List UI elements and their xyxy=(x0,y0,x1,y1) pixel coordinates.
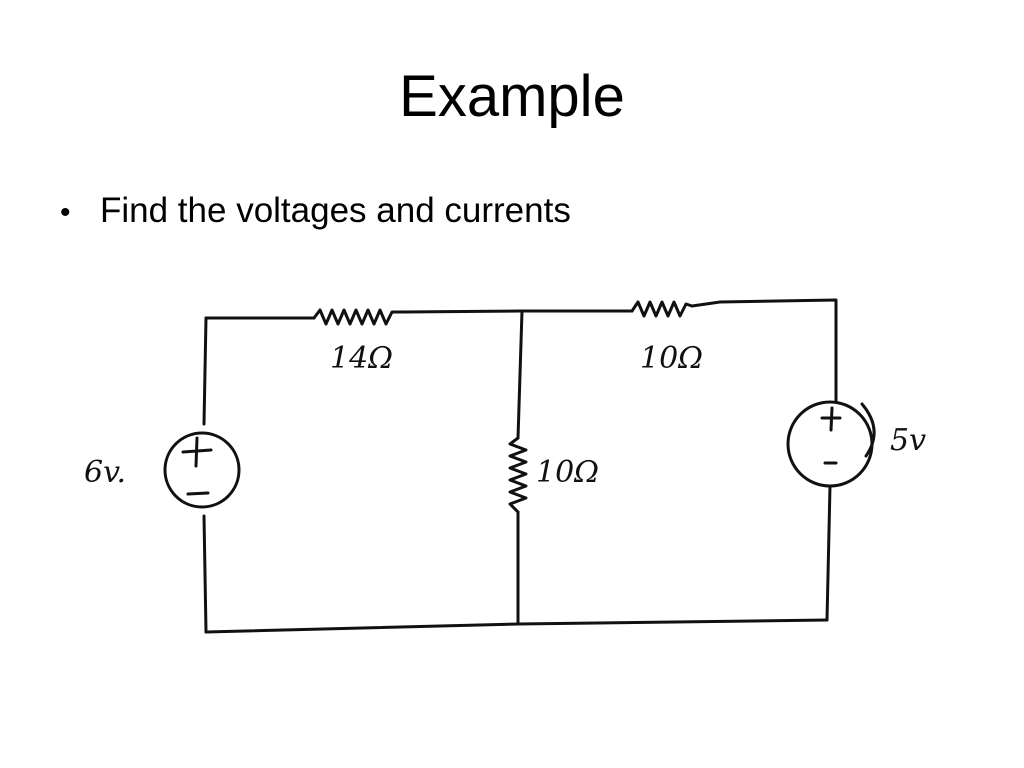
wire-middle-upper xyxy=(516,309,524,440)
label-source-right: 5v xyxy=(890,423,926,458)
bullet-list: • Find the voltages and currents xyxy=(60,190,571,234)
resistor-10-ohm-top xyxy=(630,300,694,318)
bullet-item: • Find the voltages and currents xyxy=(60,190,571,234)
wire-left-upper xyxy=(202,316,208,426)
bullet-text: Find the voltages and currents xyxy=(100,191,571,230)
resistor-14-ohm xyxy=(312,308,404,326)
slide-title: Example xyxy=(399,64,625,129)
voltage-source-right xyxy=(786,400,874,488)
bullet-icon: • xyxy=(60,196,71,229)
plus-icon xyxy=(181,436,213,468)
polarity-arc-icon xyxy=(860,402,876,458)
wire-top-right xyxy=(690,298,838,404)
wire-top-mid-left xyxy=(400,309,634,314)
label-resistor-10-ohm-top: 10Ω xyxy=(640,341,703,376)
voltage-source-left xyxy=(163,431,241,509)
minus-icon xyxy=(186,491,210,496)
label-source-left: 6v. xyxy=(84,455,126,490)
plus-icon xyxy=(820,406,842,432)
label-resistor-14-ohm: 14Ω xyxy=(330,341,393,376)
wire-left-lower xyxy=(202,514,208,634)
label-resistor-10-ohm-middle: 10Ω xyxy=(536,455,599,490)
wire-right-lower xyxy=(825,484,832,622)
resistor-10-ohm-middle xyxy=(508,436,528,514)
